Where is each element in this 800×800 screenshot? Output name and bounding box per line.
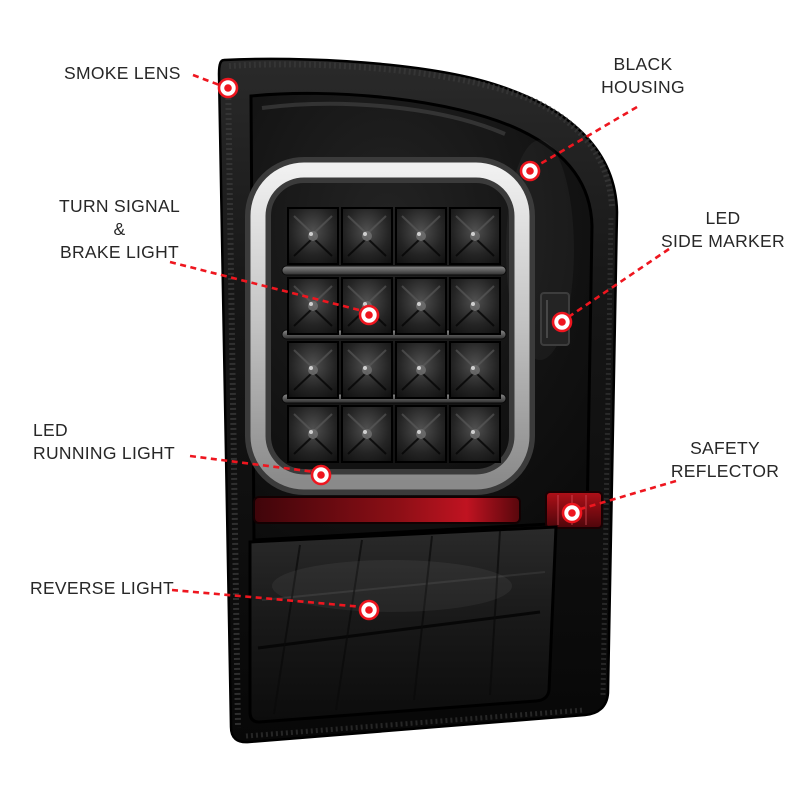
leader-turn-signal (169, 260, 364, 313)
callout-label-led-running-light: LED RUNNING LIGHT (33, 420, 175, 463)
brake-reflector-strip (253, 496, 521, 524)
marker-black-housing (519, 160, 541, 182)
leader-reverse-light (171, 588, 364, 609)
leader-black-housing (534, 105, 638, 169)
callout-label-led-side-marker: LED SIDE MARKER (661, 208, 785, 251)
marker-led-running-light (310, 464, 332, 486)
marker-reverse-light (358, 599, 380, 621)
lens-highlight (261, 101, 506, 136)
leader-led-running-light (189, 454, 316, 474)
callout-label-black-housing: BLACK HOUSING (601, 54, 685, 97)
edge-ribs-bottom (245, 707, 585, 739)
marker-led-side-marker (551, 311, 573, 333)
tail-light-illustration (217, 57, 619, 744)
marker-safety-reflector (561, 502, 583, 524)
leader-smoke-lens (192, 73, 223, 88)
callout-label-safety-reflector: SAFETY REFLECTOR (670, 438, 780, 481)
edge-ribs-top (228, 61, 615, 209)
marker-smoke-lens (217, 77, 239, 99)
edge-ribs-left (225, 77, 241, 729)
callout-label-turn-signal-brake-light: TURN SIGNAL & BRAKE LIGHT (59, 196, 180, 262)
leader-lines (169, 73, 677, 609)
callout-label-smoke-lens: SMOKE LENS (64, 63, 181, 83)
leader-safety-reflector (576, 479, 677, 512)
marker-turn-signal (358, 304, 380, 326)
reverse-light-lens (248, 525, 558, 724)
callout-label-reverse-light: REVERSE LIGHT (30, 578, 174, 598)
running-light-tube (250, 162, 530, 490)
